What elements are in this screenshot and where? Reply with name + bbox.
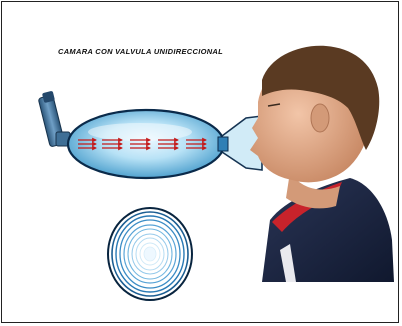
- valve-cross-section: [108, 208, 192, 300]
- child-illustration: [250, 46, 394, 282]
- inhaler-canister: [38, 91, 70, 147]
